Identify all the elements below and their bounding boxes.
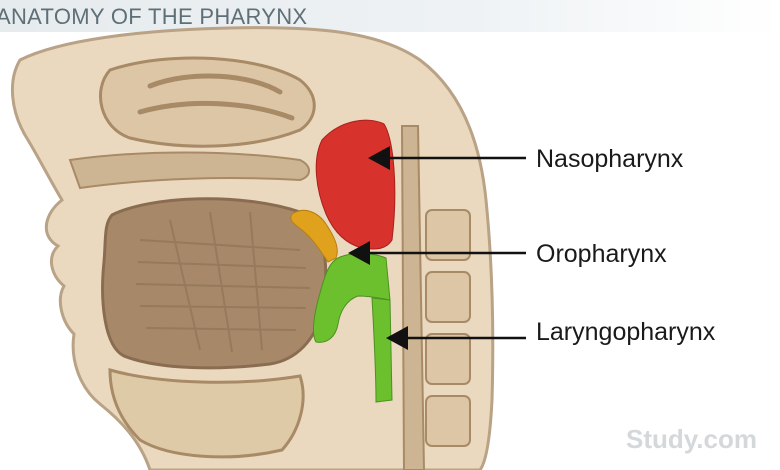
vertebra-3: [425, 333, 471, 385]
label-laryngopharynx: Laryngopharynx: [536, 318, 716, 346]
watermark: Study.com: [626, 424, 757, 454]
label-oropharynx: Oropharynx: [536, 240, 667, 268]
vertebra-4: [425, 395, 471, 447]
label-nasopharynx: Nasopharynx: [536, 145, 684, 173]
laryngopharynx-region: [371, 297, 393, 403]
hard-palate: [68, 151, 310, 190]
vertebra-1: [425, 209, 471, 261]
spine: [400, 125, 426, 470]
arrow-laryngopharynx: [386, 326, 526, 350]
tongue-fibers: [135, 211, 311, 353]
title-bar: ANATOMY OF THE PHARYNX: [0, 0, 780, 32]
soft-palate: [290, 209, 338, 263]
nasopharynx-region: [315, 119, 396, 250]
nasal-concha-upper: [147, 73, 283, 95]
arrow-nasopharynx: [368, 146, 526, 170]
oropharynx-region: [313, 253, 391, 343]
vertebra-2: [425, 271, 471, 323]
arrow-oropharynx: [348, 241, 526, 265]
mandible: [108, 368, 305, 459]
nasal-concha-lower: [137, 100, 295, 121]
page-title: ANATOMY OF THE PHARYNX: [0, 4, 308, 29]
